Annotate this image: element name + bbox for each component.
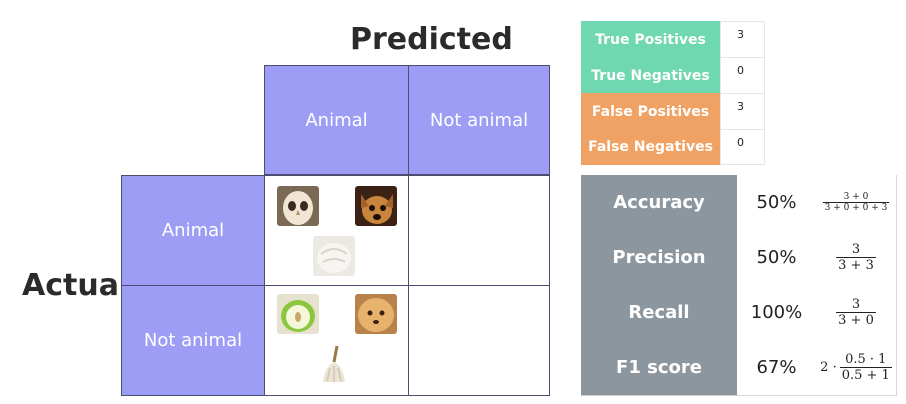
f1-numerator: 0.5 · 1	[845, 352, 887, 367]
col-header-not-animal: Not animal	[408, 65, 550, 175]
true-negatives-value: 0	[720, 57, 765, 94]
cell-not-animal-not-animal	[408, 285, 550, 396]
false-negatives-label: False Negatives	[581, 129, 720, 165]
recall-label: Recall	[581, 285, 737, 341]
false-positives-label: False Positives	[581, 93, 720, 130]
false-negatives-value: 0	[720, 129, 765, 165]
accuracy-label: Accuracy	[581, 175, 737, 231]
precision-denominator: 3 + 3	[836, 257, 876, 273]
accuracy-denominator: 3 + 0 + 0 + 3	[822, 202, 890, 213]
true-positives-label: True Positives	[581, 21, 720, 58]
recall-denominator: 3 + 0	[836, 312, 876, 328]
recall-numerator: 3	[851, 297, 861, 312]
row-header-animal: Animal	[121, 175, 265, 286]
actual-axis-title: Actual	[22, 268, 130, 303]
f1-score-label: F1 score	[581, 340, 737, 396]
f1-prefix: 2 ·	[820, 360, 837, 375]
precision-value: 50%	[737, 230, 817, 286]
f1-score-value: 67%	[737, 340, 817, 396]
accuracy-numerator: 3 + 0	[843, 192, 869, 202]
col-header-animal: Animal	[264, 65, 409, 175]
cell-animal-not-animal	[408, 175, 550, 286]
accuracy-value: 50%	[737, 175, 817, 231]
owl-icon	[277, 186, 319, 226]
cell-animal-animal	[264, 175, 409, 286]
cell-not-animal-animal	[264, 285, 409, 396]
mop-icon	[313, 344, 355, 384]
true-negatives-label: True Negatives	[581, 57, 720, 94]
predicted-axis-title: Predicted	[350, 22, 513, 57]
false-positives-value: 3	[720, 93, 765, 130]
apple-icon	[277, 294, 319, 334]
muffin-icon	[355, 294, 397, 334]
recall-value: 100%	[737, 285, 817, 341]
row-header-not-animal: Not animal	[121, 285, 265, 396]
dog-icon	[355, 186, 397, 226]
f1-denominator: 0.5 + 1	[839, 367, 892, 383]
precision-label: Precision	[581, 230, 737, 286]
true-positives-value: 3	[720, 21, 765, 58]
sheepdog-icon	[313, 236, 355, 276]
precision-numerator: 3	[851, 242, 861, 257]
